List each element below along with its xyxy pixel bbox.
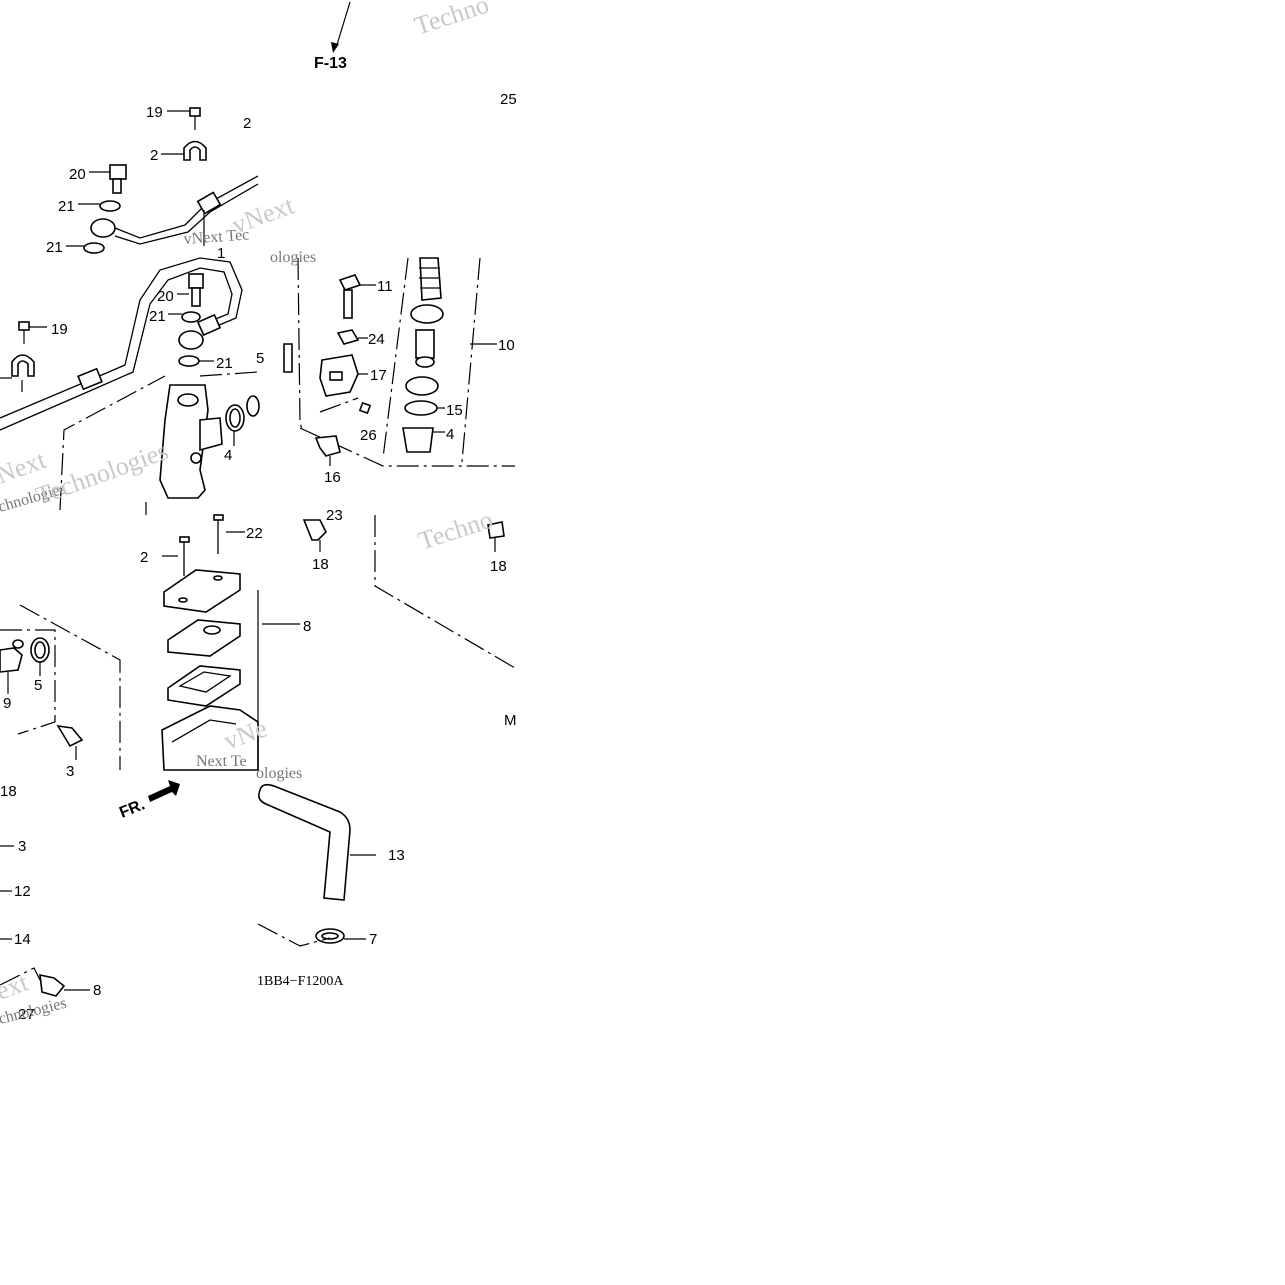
callout-16: 16 <box>324 469 341 486</box>
diagram-ref-code: 1BB4−F1200A <box>257 974 344 989</box>
callout-8b: 7 <box>369 931 377 948</box>
callout-20b: 20 <box>157 288 174 305</box>
callout-15: 15 <box>446 402 463 419</box>
callout-7: 13 <box>388 847 405 864</box>
callout-3: 9 <box>3 695 11 712</box>
callout-11: 11 <box>377 278 393 295</box>
callout-27: 8 <box>93 982 101 999</box>
watermark: vNext Tec <box>183 226 250 248</box>
watermark: vNext <box>228 190 298 239</box>
callout-2: 2 <box>243 115 251 132</box>
callout-17: 17 <box>370 367 387 384</box>
pushrod-assembly <box>283 257 515 467</box>
watermark: Techno <box>415 505 496 556</box>
watermark: ext <box>0 967 33 1005</box>
callout-21d: 21 <box>216 355 233 372</box>
callout-12: 3 <box>18 838 26 855</box>
direction-label: FR. <box>117 796 147 821</box>
callout-5b: 8 <box>303 618 311 635</box>
callout-14: 12 <box>14 883 31 900</box>
watermark: ologies <box>256 765 302 782</box>
callout-19b: 19 <box>51 321 68 338</box>
callout-2c: 22 <box>246 525 263 542</box>
callout-23: 2 <box>140 549 148 566</box>
callout-9: 5 <box>34 677 42 694</box>
callout-24: 24 <box>368 331 385 348</box>
callout-3b: 18 <box>0 783 17 800</box>
watermark: Techno <box>411 0 492 41</box>
callout-1: 1 <box>217 245 225 262</box>
callout-22: 4 <box>224 447 232 464</box>
callout-21b: 21 <box>46 239 63 256</box>
lower-parts <box>0 780 376 997</box>
callout-13: 14 <box>14 931 31 948</box>
callout-18c: 3 <box>66 763 74 780</box>
callout-6: 27 <box>18 1006 35 1023</box>
page-ref-arrow <box>331 1 351 53</box>
callout-26: 26 <box>360 427 377 444</box>
watermark: Next Te <box>196 753 247 770</box>
page-ref-label: F-13 <box>314 55 347 72</box>
brake-hose-upper <box>66 107 259 254</box>
callout-18: 23 <box>326 507 343 524</box>
callout-18b: 18 <box>312 556 329 573</box>
callout-5: 5 <box>256 350 264 367</box>
callout-21: 21 <box>58 198 75 215</box>
callout-4: 4 <box>446 426 454 443</box>
callout-19: 19 <box>146 104 163 121</box>
callout-2b: 2 <box>150 147 158 164</box>
callout-m: M <box>504 712 517 729</box>
callout-25: 25 <box>500 91 517 108</box>
reservoir-assembly <box>0 502 516 771</box>
callout-10: 10 <box>498 337 515 354</box>
watermark: Technologies <box>32 436 172 511</box>
watermark: ologies <box>270 249 316 266</box>
callout-20: 20 <box>69 166 86 183</box>
brake-hose-lower <box>0 257 260 511</box>
callout-8: 18 <box>490 558 507 575</box>
callout-21c: 21 <box>149 308 166 325</box>
